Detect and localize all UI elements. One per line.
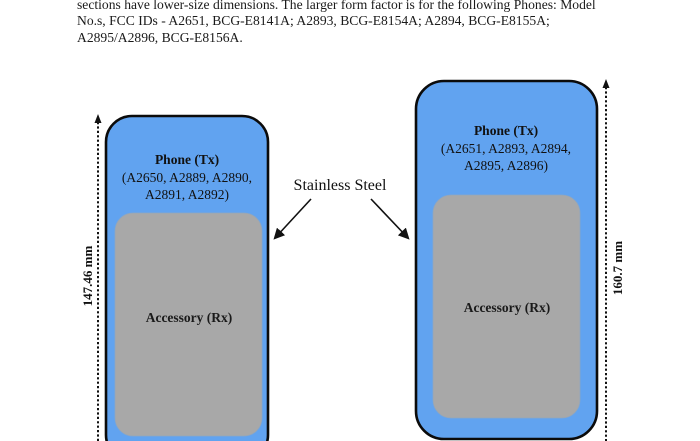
callout-arrow-left-icon [273,198,312,240]
material-label: Stainless Steel [294,177,387,194]
paragraph-line: No.s, FCC IDs - A2651, BCG-E8141A; A2893… [77,13,550,29]
material-callout: Stainless Steel [273,177,410,240]
dimension-large: 160.7 mm [602,79,625,441]
dimension-small: 147.46 mm [80,114,102,441]
height-label-large: 160.7 mm [610,241,625,295]
accessory-label-large: Accessory (Rx) [464,300,551,315]
dimension-arrow-up-icon [94,114,102,123]
accessory-small [114,212,263,437]
phone-models-large-line2: A2895, A2896) [464,158,548,173]
accessory-large [432,194,581,419]
phone-models-small-line1: (A2650, A2889, A2890, [122,170,252,185]
phone-models-large-line1: (A2651, A2893, A2894, [441,141,571,156]
phone-title-small: Phone (Tx) [155,152,219,167]
phone-large: Phone (Tx) (A2651, A2893, A2894, A2895, … [414,79,599,441]
description-paragraph: sections have lower-size dimensions. The… [77,0,677,46]
height-label-small: 147.46 mm [80,246,95,307]
callout-arrow-right-icon [370,198,410,240]
phone-title-large: Phone (Tx) [474,123,538,138]
paragraph-line: sections have lower-size dimensions. The… [77,0,596,12]
paragraph-line: A2895/A2896, BCG-E8156A. [77,29,243,45]
phone-models-small-line2: A2891, A2892) [145,187,229,202]
dimension-arrow-up-icon [602,79,610,88]
phone-small: Phone (Tx) (A2650, A2889, A2890, A2891, … [104,114,270,441]
accessory-label-small: Accessory (Rx) [146,310,233,325]
